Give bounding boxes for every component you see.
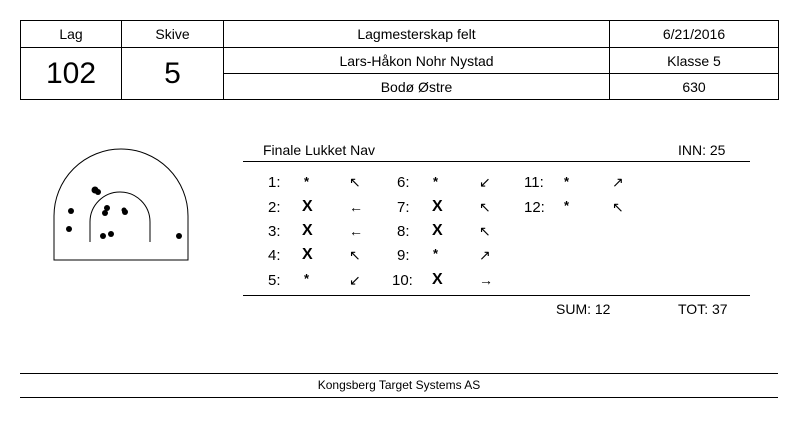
class-cell: Klasse 5 bbox=[609, 47, 779, 74]
shot-direction-icon: ↖ bbox=[349, 247, 361, 263]
shot-label: 7: bbox=[397, 199, 410, 216]
footer-bottom-rule bbox=[20, 397, 778, 398]
shot-label: 11: bbox=[524, 174, 544, 191]
shot-mark: * bbox=[433, 174, 439, 189]
shot-mark: X bbox=[302, 198, 313, 215]
shot-direction-icon: ← bbox=[349, 199, 363, 215]
shot-direction-icon: ↙ bbox=[349, 272, 361, 288]
shot-label: 2: bbox=[268, 199, 281, 216]
skive-value: 5 bbox=[164, 56, 181, 90]
shot-label: 8: bbox=[397, 223, 410, 240]
shot-mark: * bbox=[564, 174, 570, 189]
shot-label: 9: bbox=[397, 247, 410, 264]
lag-value-cell: 102 bbox=[20, 47, 122, 100]
skive-label: Skive bbox=[155, 26, 190, 42]
series-title: Finale Lukket Nav bbox=[263, 142, 376, 158]
shooter-name: Lars-Håkon Nohr Nystad bbox=[339, 52, 494, 69]
shot-hole bbox=[95, 189, 101, 195]
shot-direction-icon: ↖ bbox=[479, 199, 491, 215]
shot-label: 6: bbox=[397, 174, 410, 191]
shot-label: 12: bbox=[524, 199, 545, 216]
shot-direction-icon: ← bbox=[349, 223, 363, 239]
shot-hole bbox=[121, 207, 127, 213]
inner-count: INN: 25 bbox=[678, 142, 726, 158]
footer-company: Kongsberg Target Systems AS bbox=[317, 378, 481, 392]
shot-hole bbox=[176, 233, 182, 239]
lag-label: Lag bbox=[59, 26, 83, 42]
shot-label: 1: bbox=[268, 174, 281, 191]
competition-date: 6/21/2016 bbox=[662, 26, 726, 42]
shot-hole bbox=[68, 208, 74, 214]
section-top-rule bbox=[243, 161, 750, 162]
competition-name: Lagmesterskap felt bbox=[357, 26, 476, 42]
shot-hole bbox=[102, 210, 108, 216]
shot-direction-icon: → bbox=[479, 272, 493, 288]
skive-value-cell: 5 bbox=[121, 47, 224, 100]
lag-label-cell: Lag bbox=[20, 20, 122, 48]
shot-direction-icon: ↖ bbox=[349, 174, 361, 190]
lag-value: 102 bbox=[45, 56, 97, 90]
club-name: Bodø Østre bbox=[380, 78, 453, 95]
shot-hole bbox=[100, 233, 106, 239]
shot-direction-icon: ↗ bbox=[479, 247, 491, 263]
shot-hole bbox=[104, 205, 110, 211]
shot-direction-icon: ↖ bbox=[612, 199, 624, 215]
shot-label: 10: bbox=[392, 272, 413, 289]
score-code: 630 bbox=[682, 78, 706, 95]
club-cell: Bodø Østre bbox=[223, 73, 610, 100]
series-total: TOT: 37 bbox=[678, 301, 728, 317]
shot-direction-icon: ↗ bbox=[612, 174, 624, 190]
shot-mark: X bbox=[302, 246, 313, 263]
shot-label: 3: bbox=[268, 223, 281, 240]
shot-mark: X bbox=[302, 222, 313, 239]
shot-mark: * bbox=[304, 174, 310, 189]
shot-direction-icon: ↖ bbox=[479, 223, 491, 239]
shot-mark: X bbox=[432, 222, 443, 239]
header-table: Lag Skive Lagmesterskap felt 6/21/2016 1… bbox=[20, 20, 779, 100]
shot-mark: X bbox=[432, 271, 443, 288]
shot-direction-icon: ↙ bbox=[479, 174, 491, 190]
section-bottom-rule bbox=[243, 295, 750, 296]
series-sum: SUM: 12 bbox=[556, 301, 611, 317]
target-diagram bbox=[53, 148, 189, 261]
shot-mark: * bbox=[304, 271, 310, 286]
shot-mark: * bbox=[433, 246, 439, 261]
skive-label-cell: Skive bbox=[121, 20, 224, 48]
score-code-cell: 630 bbox=[609, 73, 779, 100]
shooter-cell: Lars-Håkon Nohr Nystad bbox=[223, 47, 610, 74]
footer-top-rule bbox=[20, 373, 778, 374]
shot-mark: * bbox=[564, 198, 570, 213]
target-inner-ring bbox=[89, 191, 151, 242]
shot-label: 5: bbox=[268, 272, 281, 289]
shot-label: 4: bbox=[268, 247, 281, 264]
date-cell: 6/21/2016 bbox=[609, 20, 779, 48]
competition-cell: Lagmesterskap felt bbox=[223, 20, 610, 48]
shot-hole bbox=[108, 231, 114, 237]
target-outer-ring bbox=[53, 148, 189, 261]
shot-hole bbox=[66, 226, 72, 232]
shooter-class: Klasse 5 bbox=[667, 52, 721, 69]
shot-mark: X bbox=[432, 198, 443, 215]
